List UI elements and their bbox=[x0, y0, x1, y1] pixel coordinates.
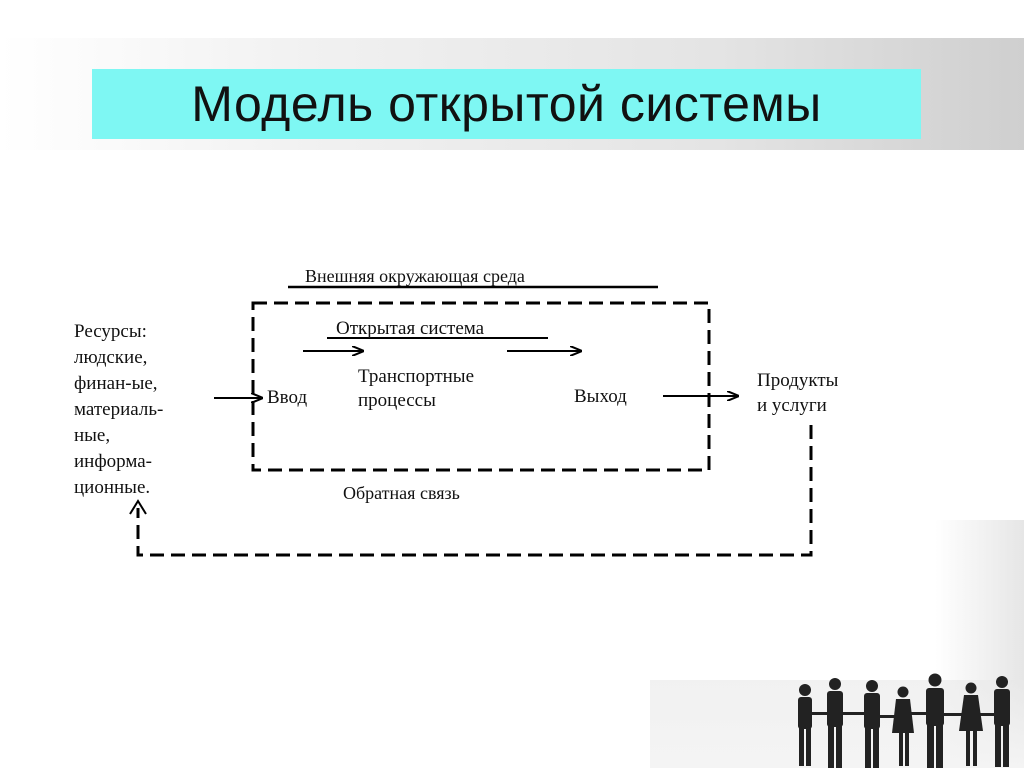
title-box: Модель открытой системы bbox=[92, 69, 921, 139]
resources-line: ционные. bbox=[74, 477, 151, 498]
person-silhouette bbox=[994, 676, 1010, 767]
system-boundary bbox=[251, 301, 711, 472]
slide-title: Модель открытой системы bbox=[191, 76, 822, 132]
person-silhouette bbox=[827, 678, 843, 768]
input-label: Ввод bbox=[267, 387, 308, 408]
feedback-loop bbox=[136, 425, 813, 557]
products-line: Продукты bbox=[757, 370, 839, 391]
resources-line: ные, bbox=[74, 425, 111, 446]
environment-label: Внешняя окружающая среда bbox=[305, 266, 525, 286]
feedback-arrowhead bbox=[129, 499, 147, 515]
products-block: Продукты и услуги bbox=[757, 368, 838, 418]
resources-line: информа- bbox=[74, 451, 153, 472]
person-silhouette bbox=[798, 684, 812, 766]
joined-hands bbox=[810, 712, 996, 718]
resources-line: финан-ые, bbox=[74, 373, 158, 394]
people-silhouettes-image bbox=[798, 673, 1010, 768]
process-line: процессы bbox=[358, 390, 436, 411]
person-silhouette bbox=[892, 686, 914, 766]
resources-block: Ресурсы: людские, финан-ые, материаль- н… bbox=[74, 319, 163, 501]
feedback-label: Обратная связь bbox=[343, 483, 460, 503]
system-label: Открытая система bbox=[336, 318, 485, 339]
output-label: Выход bbox=[574, 386, 627, 407]
resources-line: материаль- bbox=[74, 399, 164, 420]
person-silhouette bbox=[926, 673, 944, 768]
process-block: Транспортные процессы bbox=[358, 365, 474, 413]
person-silhouette bbox=[959, 682, 983, 766]
person-silhouette bbox=[864, 680, 880, 768]
resources-line: людские, bbox=[74, 347, 148, 368]
resources-line: Ресурсы: bbox=[74, 321, 147, 342]
products-line: и услуги bbox=[757, 395, 827, 416]
process-line: Транспортные bbox=[358, 366, 475, 387]
